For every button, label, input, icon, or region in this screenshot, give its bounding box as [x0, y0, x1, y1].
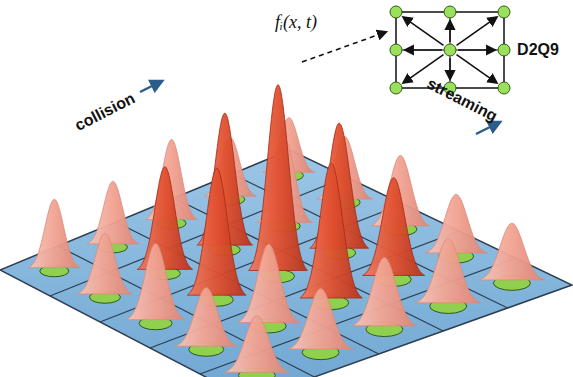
velocity-arrow [457, 17, 497, 45]
gaussian-bump [126, 244, 185, 320]
gaussian-bump [479, 223, 545, 280]
collision-label: collision [72, 89, 138, 135]
lattice-node [479, 223, 545, 290]
lattice-node [77, 233, 132, 303]
streaming-label: streaming [424, 75, 500, 126]
velocity-arrow [458, 49, 495, 51]
gaussian-bump [300, 163, 362, 298]
lattice-node [126, 244, 185, 330]
distribution-bumps [28, 85, 544, 377]
gaussian-bump [77, 233, 132, 294]
velocity-arrow [457, 55, 497, 83]
lattice-node [363, 178, 425, 287]
lattice-node [288, 289, 354, 360]
gaussian-bump [425, 194, 487, 253]
gaussian-bump [28, 199, 80, 267]
gaussian-bump [249, 85, 308, 271]
gaussian-bump [87, 181, 139, 244]
gaussian-bump [415, 238, 481, 302]
gaussian-bump [137, 167, 192, 270]
gaussian-bump [363, 178, 425, 276]
velocity-arrow [403, 17, 443, 45]
stencil-node [390, 44, 402, 56]
lattice-node [87, 181, 139, 252]
stencil-node [498, 82, 510, 94]
motion-arrow [140, 81, 162, 92]
stencil-node [390, 6, 402, 18]
lattice-node [28, 199, 80, 276]
stencil-node [444, 6, 456, 18]
dashed-arrow [302, 32, 386, 62]
gaussian-bump [224, 316, 290, 373]
lattice-node [300, 163, 362, 309]
gaussian-bump [238, 244, 300, 322]
stencil-node [390, 82, 402, 94]
gaussian-bump [288, 289, 354, 350]
gaussian-bump [175, 288, 237, 347]
distribution-label: fᵢ(x, t) [275, 12, 317, 33]
lattice-node [137, 167, 192, 280]
stencil-node [444, 44, 456, 56]
velocity-arrow [449, 58, 451, 79]
gaussian-bump [187, 168, 246, 295]
lattice-node [352, 257, 418, 336]
lattice-node [415, 238, 481, 313]
lattice-node [175, 288, 237, 357]
stencil-node [498, 6, 510, 18]
lattice-node [249, 85, 308, 283]
gaussian-bump [352, 257, 418, 325]
lattice-node [238, 244, 300, 333]
d2q9-stencil [390, 6, 510, 94]
lattice-node [187, 168, 246, 306]
stencil-node [498, 44, 510, 56]
lattice-name: D2Q9 [517, 41, 559, 59]
velocity-arrow [405, 49, 442, 51]
stencil-box [396, 12, 504, 88]
velocity-arrow [449, 21, 451, 42]
stencil-grid [396, 12, 504, 88]
lattice-node [224, 316, 290, 377]
